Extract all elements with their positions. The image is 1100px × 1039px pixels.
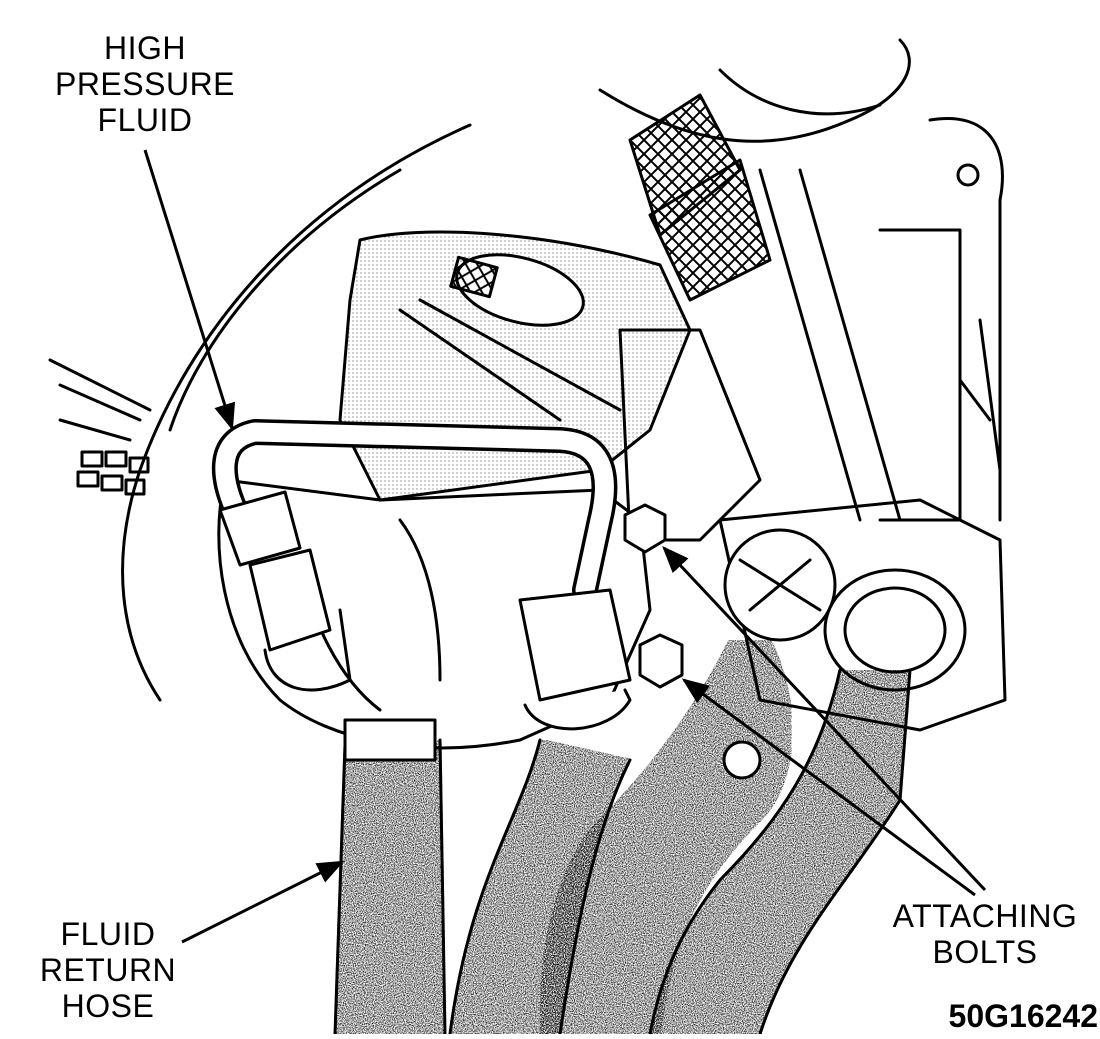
- fender-outline: [121, 123, 472, 702]
- mount-bracket: [618, 328, 762, 542]
- pressure-fitting-right: [518, 588, 632, 702]
- label-fluid-return-hose: FLUID RETURN HOSE: [28, 916, 188, 1024]
- label-line: RETURN: [39, 952, 177, 988]
- attaching-bolt-lower: [638, 633, 684, 689]
- label-attaching-bolts: ATTACHING BOLTS: [880, 898, 1090, 970]
- label-line: PRESSURE: [54, 66, 236, 102]
- label-high-pressure-fluid: HIGH PRESSURE FLUID: [40, 30, 250, 138]
- label-line: HIGH: [104, 30, 186, 66]
- leader-high-pressure: [143, 149, 236, 431]
- leader-bolt-upper: [662, 546, 987, 892]
- pressure-fitting-left: [218, 490, 302, 567]
- label-line: ATTACHING: [892, 898, 1078, 934]
- label-line: FLUID: [60, 916, 156, 952]
- pump-housing: [217, 478, 652, 750]
- label-line: FLUID: [97, 102, 193, 138]
- leader-return-hose: [181, 860, 345, 944]
- pressure-hose-right: [538, 638, 912, 1036]
- leader-bolt-lower: [681, 678, 976, 897]
- vent-grille: [76, 450, 150, 496]
- label-line: HOSE: [61, 988, 155, 1024]
- attaching-bolt-upper: [623, 503, 667, 554]
- label-line: BOLTS: [932, 934, 1038, 970]
- figure-number: 50G16242: [948, 998, 1098, 1034]
- fluid-return-hose: [333, 718, 447, 1036]
